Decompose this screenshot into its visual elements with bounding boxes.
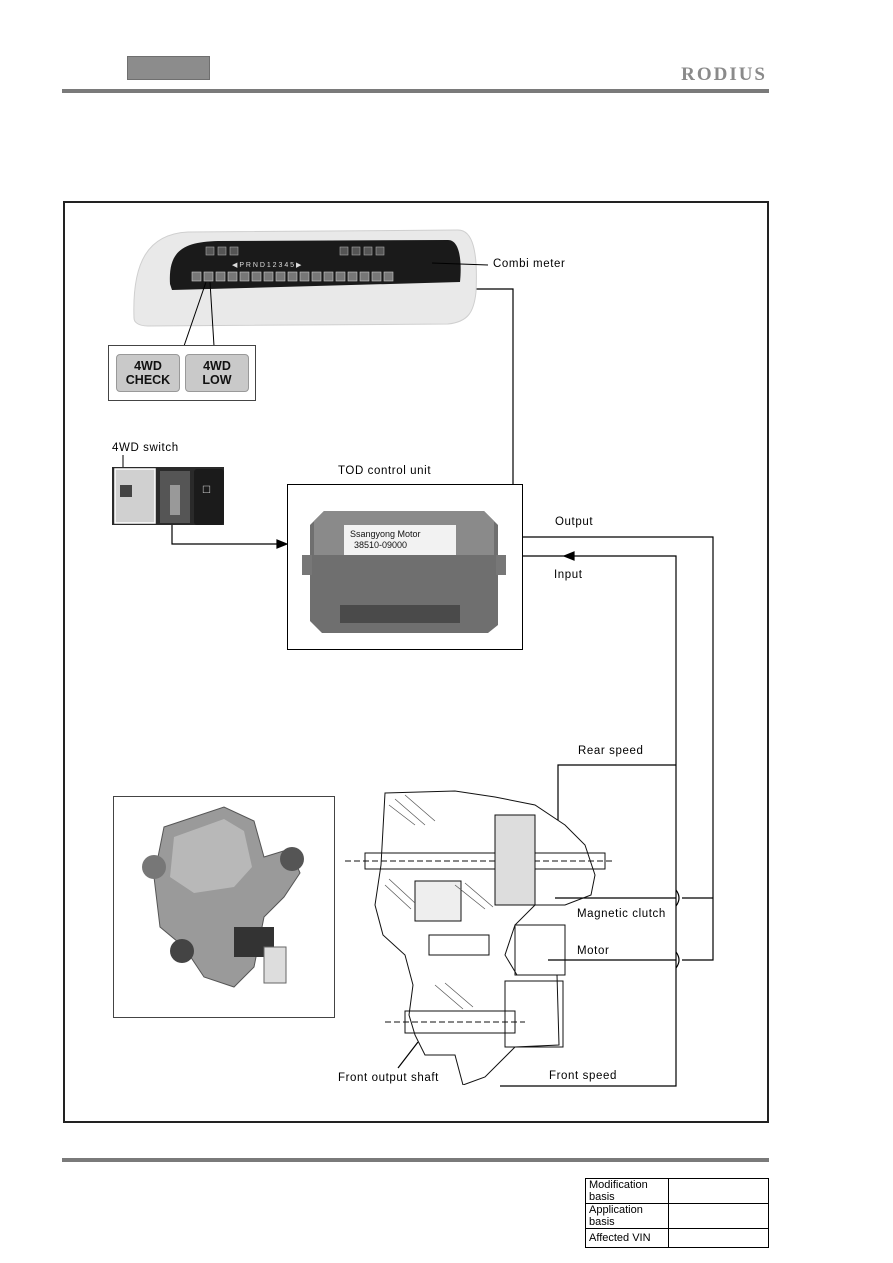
diagram-frame [63, 201, 769, 1123]
input-label: Input [554, 569, 583, 581]
4wd-switch-image: ☐ [112, 455, 224, 525]
transfer-case-photo [113, 796, 335, 1018]
magnetic-clutch-label: Magnetic clutch [575, 908, 668, 920]
indicator-leaders [183, 281, 215, 347]
table-row: Affected VIN [585, 1228, 769, 1248]
rear-speed-label: Rear speed [576, 745, 646, 757]
transfer-case-cross-section [345, 790, 615, 1085]
combi-meter-label: Combi meter [493, 258, 566, 270]
application-basis-value [668, 1203, 769, 1229]
combi-meter-leader [431, 262, 489, 266]
application-basis-label: Application basis [585, 1203, 669, 1229]
tod-unit-image: Ssangyong Motor 38510-09000 [302, 511, 506, 633]
front-speed-label: Front speed [547, 1070, 619, 1082]
4wd-switch-label: 4WD switch [112, 442, 179, 454]
motor-label: Motor [575, 945, 612, 957]
indicator-panel: 4WD CHECK 4WD LOW [108, 345, 256, 401]
front-output-shaft-label: Front output shaft [336, 1072, 441, 1084]
svg-text:◀ P R N D 1 2 3 4 5: ◀ P R N D 1 2 3 4 5 ▶ [232, 262, 302, 269]
revision-table: Modification basis Application basis Aff… [585, 1178, 769, 1248]
svg-text:☐: ☐ [202, 485, 211, 496]
affected-vin-value [668, 1228, 769, 1248]
table-row: Modification basis [585, 1178, 769, 1204]
output-label: Output [555, 516, 594, 528]
modification-basis-value [668, 1178, 769, 1204]
footer-rule [62, 1158, 769, 1162]
tod-unit-box: Ssangyong Motor 38510-09000 [287, 484, 523, 650]
tod-unit-label: TOD control unit [338, 465, 432, 477]
modification-basis-label: Modification basis [585, 1178, 669, 1204]
ecu-label-line2: 38510-09000 [354, 540, 407, 550]
header-rule [62, 89, 769, 93]
affected-vin-label: Affected VIN [585, 1228, 669, 1248]
combi-meter-image: ◀ P R N D 1 2 3 4 5 ▶ [133, 229, 477, 327]
brand-logo: RODIUS [681, 64, 767, 85]
header-tab-block [127, 56, 210, 80]
ecu-label-line1: Ssangyong Motor [350, 529, 421, 539]
4wd-check-indicator: 4WD CHECK [116, 354, 180, 392]
table-row: Application basis [585, 1203, 769, 1229]
4wd-low-indicator: 4WD LOW [185, 354, 249, 392]
